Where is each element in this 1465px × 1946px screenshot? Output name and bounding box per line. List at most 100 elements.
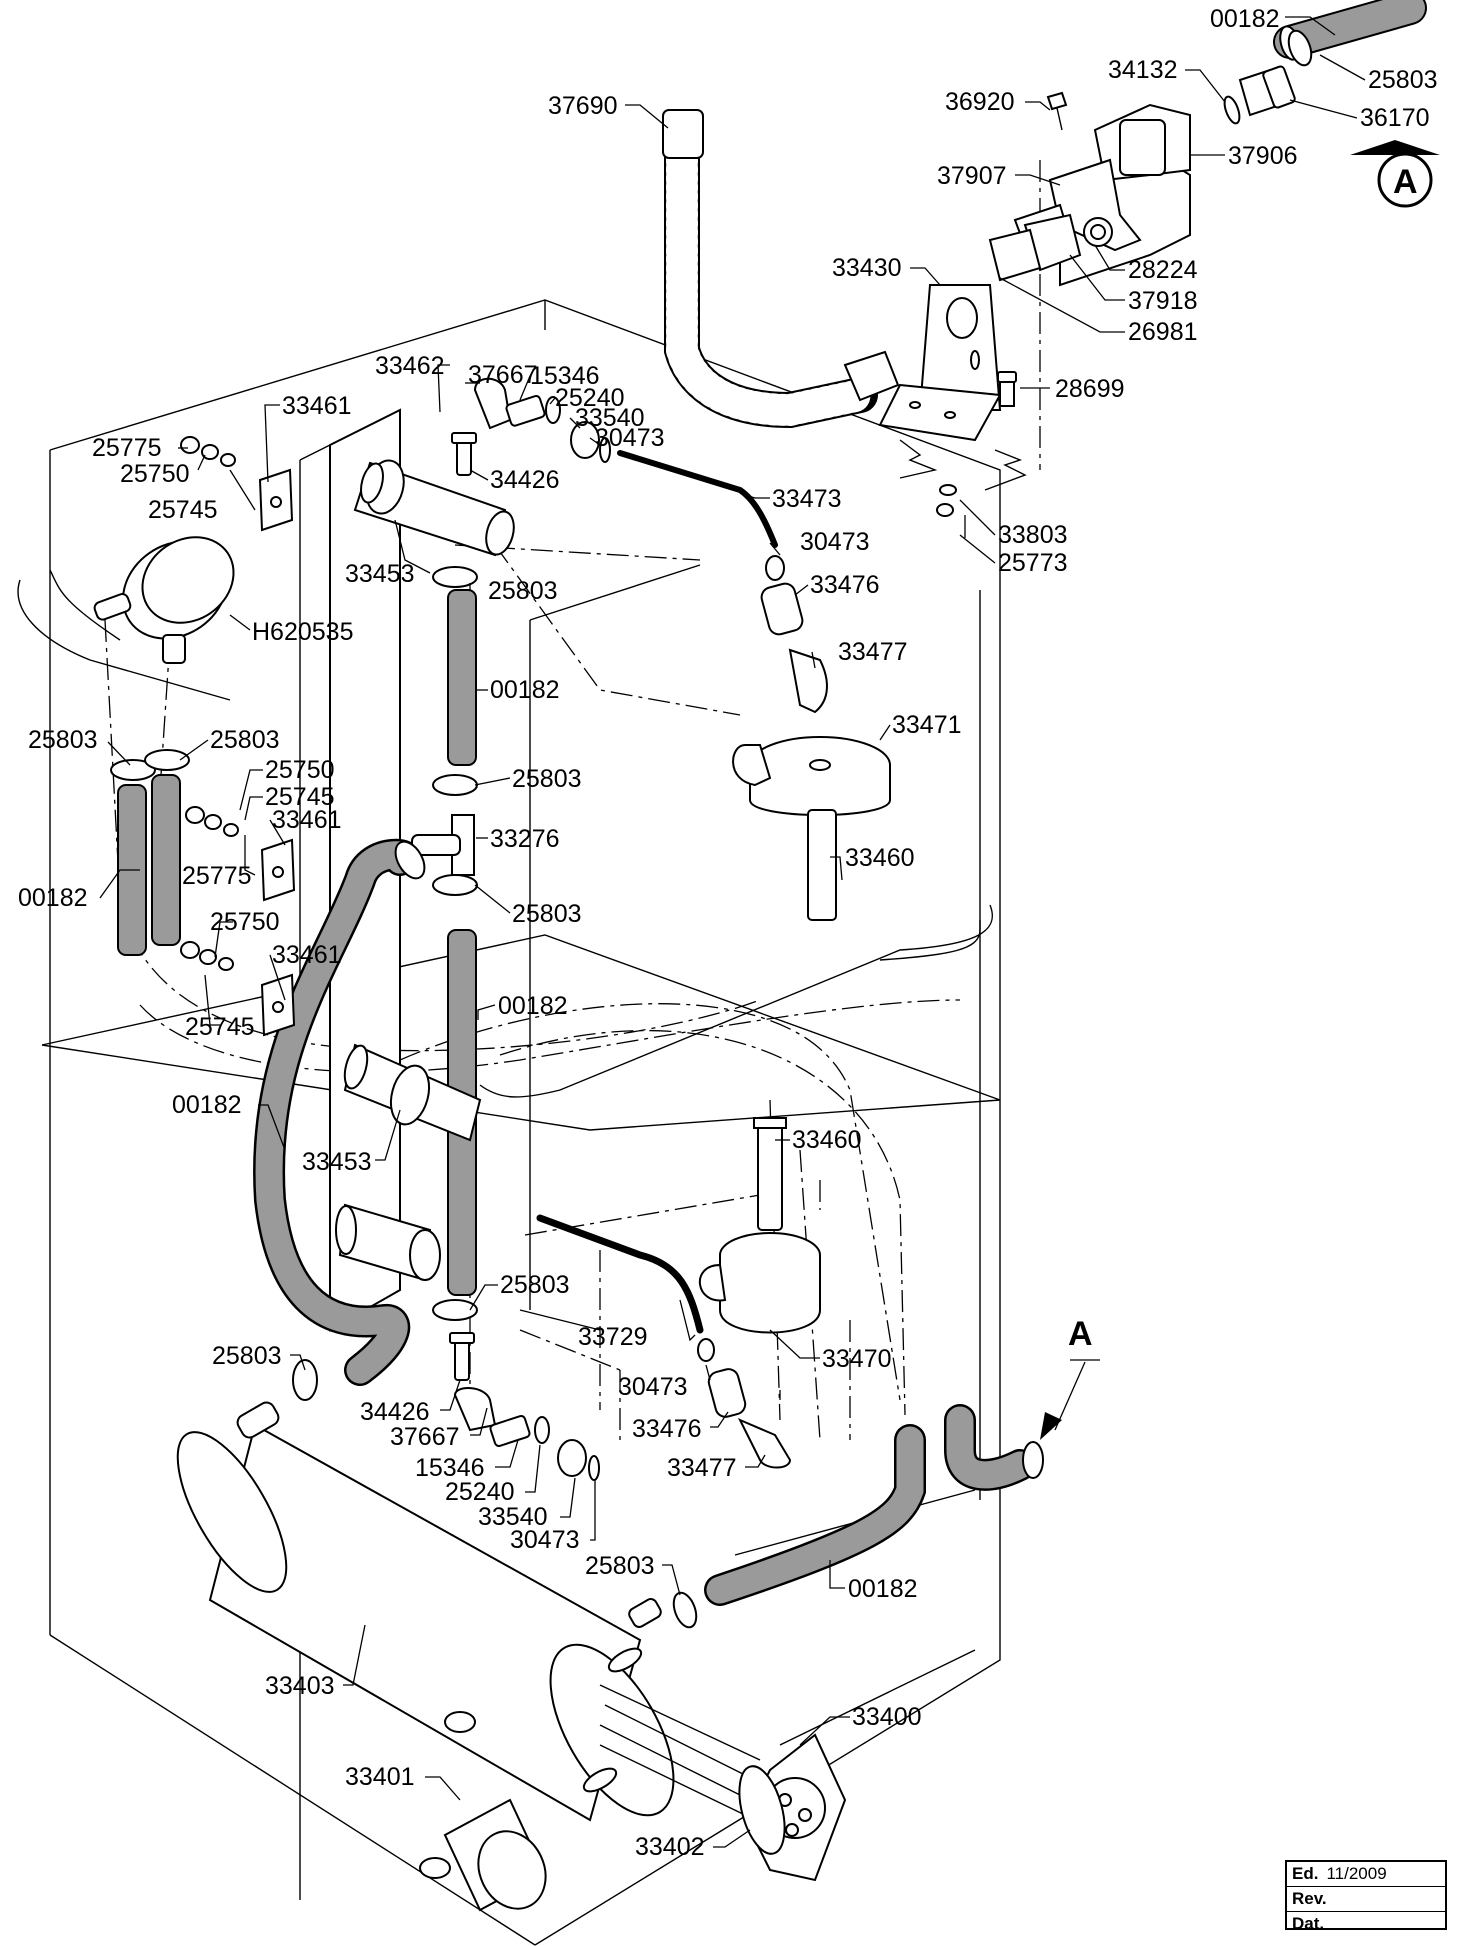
nut-washer-sets [180, 436, 239, 971]
part-label-33461-b: 33461 [272, 806, 342, 834]
part-label-00182-top: 00182 [1210, 5, 1280, 33]
part-label-25773: 25773 [998, 549, 1068, 577]
part-label-33430: 33430 [832, 254, 902, 282]
washer-34132 [1223, 95, 1241, 125]
part-label-30473-mid: 30473 [800, 528, 870, 556]
screw-28699 [997, 371, 1017, 407]
hose-00182-bottom [704, 1404, 1036, 1606]
fitting-chain-lower [449, 1332, 600, 1481]
thermostat-33401 [419, 1711, 547, 1912]
part-label-33540-top: 33540 [575, 404, 645, 432]
part-label-25745-b: 25745 [265, 783, 335, 811]
part-label-33803: 33803 [998, 521, 1068, 549]
part-label-26981: 26981 [1128, 318, 1198, 346]
part-label-25240-bottom: 25240 [445, 1478, 515, 1506]
part-label-15346-top: 15346 [530, 362, 600, 390]
part-label-37906: 37906 [1228, 142, 1298, 170]
connector-33476-upper [760, 582, 804, 636]
part-label-25803-g: 25803 [500, 1271, 570, 1299]
part-label-00182-mid: 00182 [490, 676, 560, 704]
part-label-25240-top: 25240 [555, 384, 625, 412]
edition-row: Ed.11/2009 [1287, 1862, 1445, 1887]
part-label-37667-bottom: 37667 [390, 1423, 460, 1451]
part-label-37667-top: 37667 [468, 361, 538, 389]
part-label-33460-bottom: 33460 [792, 1126, 862, 1154]
part-label-36920: 36920 [945, 88, 1015, 116]
part-label-25775-a: 25775 [92, 434, 162, 462]
pipe-33729 [536, 1214, 715, 1362]
brackets-33461 [258, 468, 296, 1037]
part-labels: 00182 25803 34132 36920 36170 37690 3790… [18, 5, 1438, 1861]
fitting-chain-upper [451, 377, 785, 581]
part-label-36170: 36170 [1360, 104, 1430, 132]
part-label-00182-bottom: 00182 [848, 1575, 918, 1603]
part-label-25750-c: 25750 [210, 908, 280, 936]
part-label-00182-hose: 00182 [172, 1091, 242, 1119]
part-label-25803-b: 25803 [488, 577, 558, 605]
gasket-33402 [738, 1765, 786, 1855]
part-label-33476-bottom: 33476 [632, 1415, 702, 1443]
edition-value: 11/2009 [1326, 1864, 1387, 1883]
solenoid-valve [1013, 103, 1191, 287]
edition-box: Ed.11/2009 Rev. Dat. [1285, 1860, 1447, 1930]
revision-row: Rev. [1287, 1887, 1445, 1912]
part-label-33476-top: 33476 [810, 571, 880, 599]
cabinet-frame [17, 299, 1001, 1946]
part-label-33461-c: 33461 [272, 941, 342, 969]
pipe-stub-lower [335, 1203, 441, 1282]
nut-33803 [936, 484, 957, 517]
pipe-33453-upper [353, 459, 515, 557]
part-label-33453-top: 33453 [345, 560, 415, 588]
part-label-25803-h: 25803 [212, 1342, 282, 1370]
part-label-30473-b: 30473 [618, 1373, 688, 1401]
tube-33460-upper [807, 809, 837, 921]
part-label-H620535: H620535 [252, 618, 353, 646]
fitting-36170 [1238, 65, 1296, 117]
section-marker-label: A [1393, 163, 1418, 201]
part-label-33540-bottom: 33540 [478, 1503, 548, 1531]
inlet-hose-37690 [662, 109, 900, 429]
block-33470 [698, 1232, 821, 1334]
part-label-33460-top: 33460 [845, 844, 915, 872]
hose-00182-left-b [151, 774, 181, 946]
block-33471 [732, 736, 891, 816]
view-arrow-A: A [1040, 1315, 1100, 1440]
hose-clamps-25803 [110, 29, 1313, 1629]
part-label-34426-top: 34426 [490, 466, 560, 494]
part-label-33471: 33471 [892, 711, 962, 739]
tank-33403 [176, 1401, 675, 1822]
part-label-25803-d: 25803 [210, 726, 280, 754]
part-label-33400: 33400 [852, 1703, 922, 1731]
part-label-33403: 33403 [265, 1672, 335, 1700]
wall-cut [899, 439, 1027, 491]
part-label-25750-b: 25750 [265, 756, 335, 784]
part-label-34426-bottom: 34426 [360, 1398, 430, 1426]
part-label-30473-top: 30473 [595, 424, 665, 452]
part-label-25803-i: 25803 [585, 1552, 655, 1580]
hose-00182-curved [253, 838, 421, 1386]
part-label-33462: 33462 [375, 352, 445, 380]
part-label-33470: 33470 [822, 1345, 892, 1373]
part-label-33477-bottom: 33477 [667, 1454, 737, 1482]
date-row: Dat. [1287, 1912, 1445, 1928]
part-label-33453-bottom: 33453 [302, 1148, 372, 1176]
part-label-25803-f: 25803 [512, 900, 582, 928]
connector-33476-lower [707, 1368, 747, 1418]
part-label-28699: 28699 [1055, 375, 1125, 403]
part-label-25745-c: 25745 [185, 1013, 255, 1041]
part-label-00182-long: 00182 [498, 992, 568, 1020]
part-label-25745-a: 25745 [148, 496, 218, 524]
part-label-28224: 28224 [1128, 256, 1198, 284]
part-label-33401: 33401 [345, 1763, 415, 1791]
part-label-37918: 37918 [1128, 287, 1198, 315]
hose-00182-upper [447, 589, 477, 766]
part-label-15346-bottom: 15346 [415, 1454, 485, 1482]
elbow-33477-upper [788, 648, 828, 714]
part-label-33276: 33276 [490, 825, 560, 853]
part-label-37690: 37690 [548, 92, 618, 120]
tube-33460-lower [753, 1117, 787, 1231]
fitting-37918 [988, 213, 1082, 282]
part-label-37907: 37907 [937, 162, 1007, 190]
part-label-30473-c: 30473 [510, 1526, 580, 1554]
